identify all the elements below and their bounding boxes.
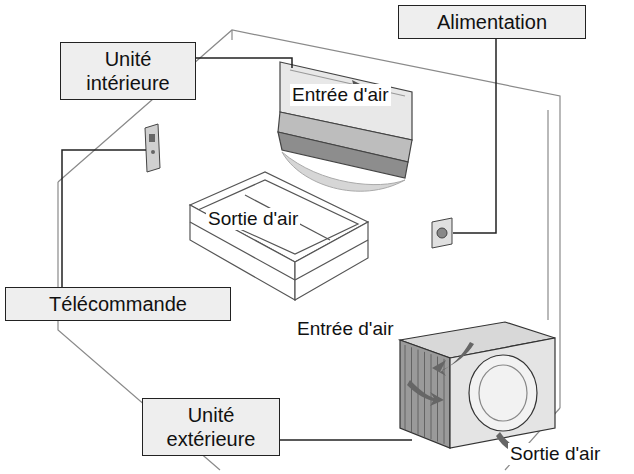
air-outlet-label: Sortie d'air: [206, 208, 300, 230]
leader-line: [453, 39, 496, 233]
sofa: [190, 172, 368, 300]
remote-control: [145, 124, 160, 172]
air-inlet-label: Entrée d'air: [290, 84, 391, 106]
air-inlet-label: Entrée d'air: [295, 318, 396, 340]
room-wall: [231, 30, 232, 40]
air-arrow: [432, 342, 474, 376]
outdoor-unit-label: Unité extérieure: [142, 398, 280, 456]
indoor-unit: [278, 62, 412, 178]
room-wall: [547, 110, 548, 320]
leader-line: [62, 150, 146, 287]
box-text: Unité extérieure: [153, 403, 269, 451]
power-outlet: [432, 218, 452, 248]
power-supply-label: Alimentation: [398, 5, 586, 39]
box-text: Télécommande: [16, 292, 220, 316]
air-outlet-label: Sortie d'air: [508, 443, 602, 465]
indoor-unit-label: Unité intérieure: [60, 42, 196, 100]
outdoor-unit: [400, 322, 555, 448]
remote-control-label: Télécommande: [5, 287, 231, 321]
leader-line: [196, 58, 292, 68]
outdoor-grille: [405, 345, 444, 444]
leader-line: [280, 439, 412, 441]
box-text: Alimentation: [409, 10, 575, 34]
air-flow: [282, 152, 405, 191]
box-text: Unité intérieure: [71, 47, 185, 95]
air-arrow: [407, 380, 444, 406]
